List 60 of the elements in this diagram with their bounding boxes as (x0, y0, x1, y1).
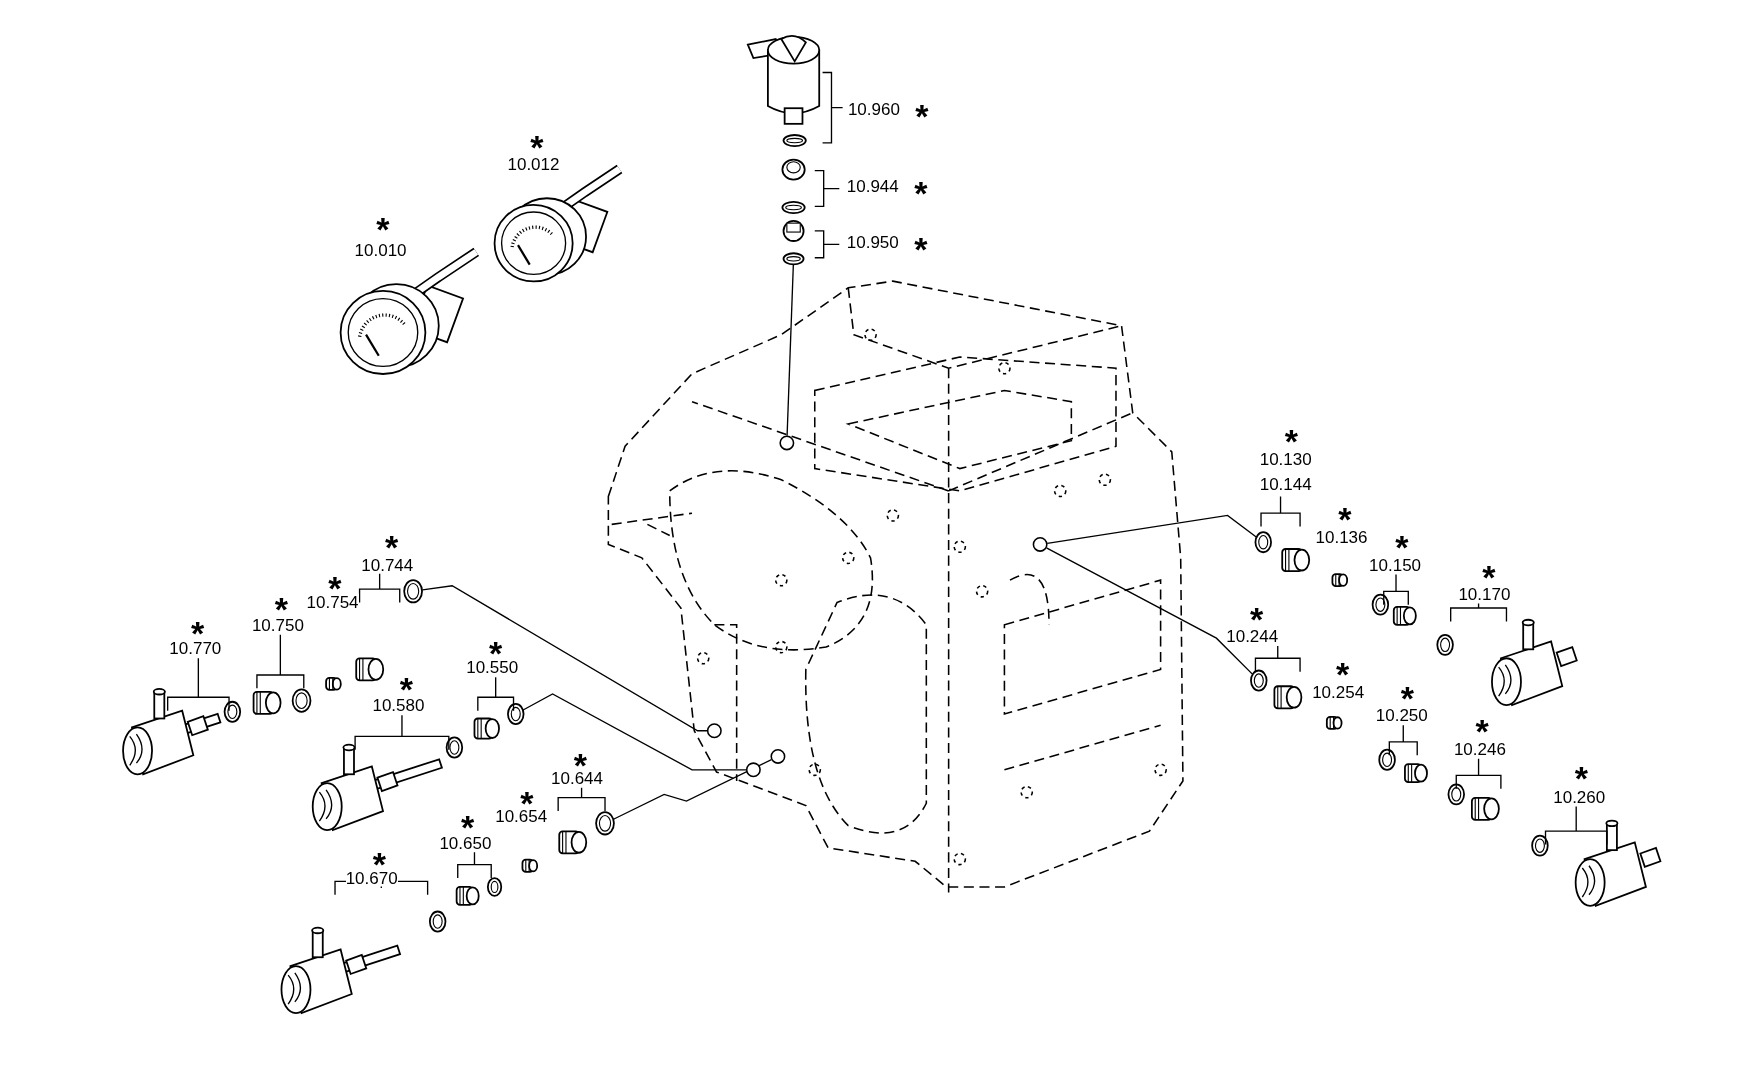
callout-number: 10.170 (1458, 585, 1511, 603)
callout-number: 10.670 (345, 869, 398, 887)
asterisk-mark: * (461, 816, 475, 837)
asterisk-mark: * (1338, 508, 1352, 529)
callout-number: 10.750 (251, 616, 304, 634)
asterisk-mark: * (1475, 720, 1489, 741)
callout-number: 10.244 (1226, 627, 1279, 645)
callout-number: 10.250 (1375, 706, 1428, 724)
o-ring-drawing (403, 579, 423, 604)
asterisk-mark: * (1400, 686, 1414, 707)
asterisk-mark: * (1395, 536, 1409, 557)
o-ring-drawing (1254, 531, 1272, 554)
o-ring-drawing (507, 703, 525, 725)
callout-number: 10.650 (439, 834, 492, 852)
o-ring-drawing (782, 252, 805, 266)
asterisk-mark: * (1250, 607, 1264, 628)
callout-number: 10.550 (466, 658, 519, 676)
callout-number: 10.150 (1369, 556, 1422, 574)
asterisk-mark: * (914, 182, 928, 203)
installation-line (612, 758, 773, 820)
housing-bore-hole (745, 762, 761, 778)
asterisk-mark: * (399, 677, 413, 698)
asterisk-mark: * (274, 597, 288, 618)
installation-line (1046, 514, 1258, 544)
callout-number: 10.654 (495, 807, 548, 825)
callout-number: 10.246 (1453, 740, 1506, 758)
installation-line (522, 693, 747, 771)
callout-number: 10.580 (372, 696, 425, 714)
asterisk-mark: * (1482, 566, 1496, 587)
callout-number: 10.950 (846, 233, 899, 251)
asterisk-mark: * (915, 105, 929, 126)
housing-bore-hole (779, 435, 795, 451)
asterisk-mark: * (530, 135, 544, 156)
installation-line (786, 264, 794, 437)
callout-number: 10.744 (361, 556, 414, 574)
callout-number: 10.260 (1553, 788, 1606, 806)
o-ring-drawing (595, 811, 615, 836)
installation-line (421, 585, 708, 732)
housing-bore-hole (1032, 536, 1048, 552)
callout-number: 10.130 (1259, 450, 1312, 468)
callout-number: 10.254 (1312, 683, 1365, 701)
asterisk-mark: * (1574, 767, 1589, 788)
housing-bore-hole (706, 723, 722, 739)
callout-number: 10.012 (507, 155, 560, 173)
callout-number: 10.754 (306, 593, 359, 611)
asterisk-mark: * (914, 238, 928, 259)
callout-number: 10.960 (847, 100, 900, 118)
asterisk-mark: * (385, 536, 399, 557)
callout-number: 10.644 (551, 769, 603, 787)
callout-number: 10.010 (354, 241, 407, 259)
callout-number: 10.144 (1259, 475, 1312, 493)
installation-line (1045, 547, 1254, 676)
o-ring-drawing (1250, 669, 1268, 692)
callout-number: 10.944 (846, 177, 899, 195)
asterisk-mark: * (1284, 430, 1298, 451)
asterisk-mark: * (376, 218, 390, 239)
asterisk-mark: * (1336, 663, 1350, 684)
callout-number: 10.770 (169, 639, 222, 657)
housing-bore-hole (770, 748, 786, 764)
callout-number: 10.136 (1315, 528, 1368, 546)
